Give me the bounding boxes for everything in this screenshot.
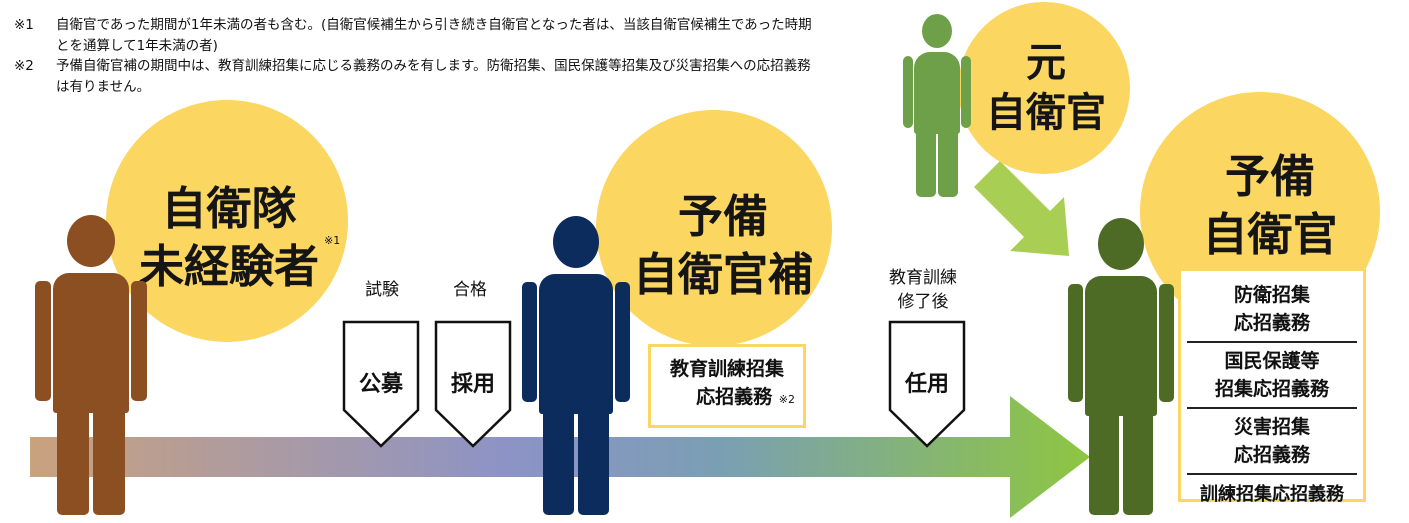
label-line: 教育訓練 [889,268,957,288]
footnotes: ※1 自衛官であった期間が1年未満の者も含む。(自衛官候補生から引き続き自衛官と… [14,15,814,97]
footnote-mark: ※2 [14,58,34,74]
label-inexperienced: 自衛隊 未経験者 [110,180,348,296]
duty-line: 招集応招義務 [1214,378,1329,400]
label-line: 予備 [677,190,768,243]
label-reserve: 予備 自衛官 [1170,148,1370,264]
duty-line: 応招義務 [1233,312,1310,334]
duty-line: 災害招集 [1233,416,1310,438]
candidate-duty-line1: 教育訓練招集 [669,358,784,380]
candidate-duty-text: 応招義務 [696,386,773,408]
duty-line: 防衛招集 [1233,284,1310,306]
circle-candidate [596,110,832,346]
footnote-ref-1: ※1 [324,234,341,247]
person-icon-candidate [522,210,630,515]
duty-line: 訓練招集応招義務 [1200,484,1344,505]
label-line: 元 [1026,40,1066,86]
circle-former [958,2,1130,174]
duty-cell: 防衛招集 応招義務 [1187,271,1357,343]
label-line: 修了後 [897,292,949,312]
label-line: 自衛官 [1202,208,1338,261]
chevron-appoint [888,320,966,448]
step-box-exam: 公募 [358,372,403,397]
step-label-training-done: 教育訓練 修了後 [878,266,968,314]
person-icon-former [903,12,971,197]
label-line: 自衛隊 [161,182,297,235]
label-line: 自衛官補 [632,248,813,301]
step-label-exam: 試験 [365,280,399,300]
candidate-duty-line2: 応招義務 ※2 [651,383,803,414]
footnote-ref-2: ※2 [778,393,795,406]
label-line: 自衛官 [986,90,1106,136]
label-line: 予備 [1224,150,1315,203]
footnote-2: ※2 予備自衛官補の期間中は、教育訓練招集に応じる義務のみを有します。防衛招集、… [14,56,814,97]
chevron-pass [434,320,512,448]
footnote-1: ※1 自衛官であった期間が1年未満の者も含む。(自衛官候補生から引き続き自衛官と… [14,15,814,56]
duty-cell: 訓練招集応招義務 [1183,475,1361,515]
step-box-appoint: 任用 [904,372,949,397]
duty-line: 応招義務 [1233,444,1310,466]
duty-line: 国民保護等 [1224,350,1320,372]
chevron-exam [342,320,420,448]
diagonal-arrow [974,161,1069,256]
label-former: 元 自衛官 [966,38,1126,138]
duty-cell: 災害招集 応招義務 [1187,409,1357,475]
candidate-duty-box: 教育訓練招集 応招義務 ※2 [648,344,806,428]
step-box-pass: 採用 [450,372,495,397]
step-label-pass: 合格 [453,280,487,300]
footnote-mark: ※1 [14,17,34,33]
footnote-text: 自衛官であった期間が1年未満の者も含む。(自衛官候補生から引き続き自衛官となった… [56,17,812,54]
person-icon-reserve [1068,212,1174,515]
label-line: 未経験者 [138,240,319,293]
duty-cell: 国民保護等 招集応招義務 [1187,343,1357,409]
person-icon-inexperienced [35,205,147,515]
label-candidate: 予備 自衛官補 [610,188,836,304]
footnote-text: 予備自衛官補の期間中は、教育訓練招集に応じる義務のみを有します。防衛招集、国民保… [56,58,811,95]
reserve-duties-box: 防衛招集 応招義務 国民保護等 招集応招義務 災害招集 応招義務 訓練招集応招義… [1178,268,1366,505]
